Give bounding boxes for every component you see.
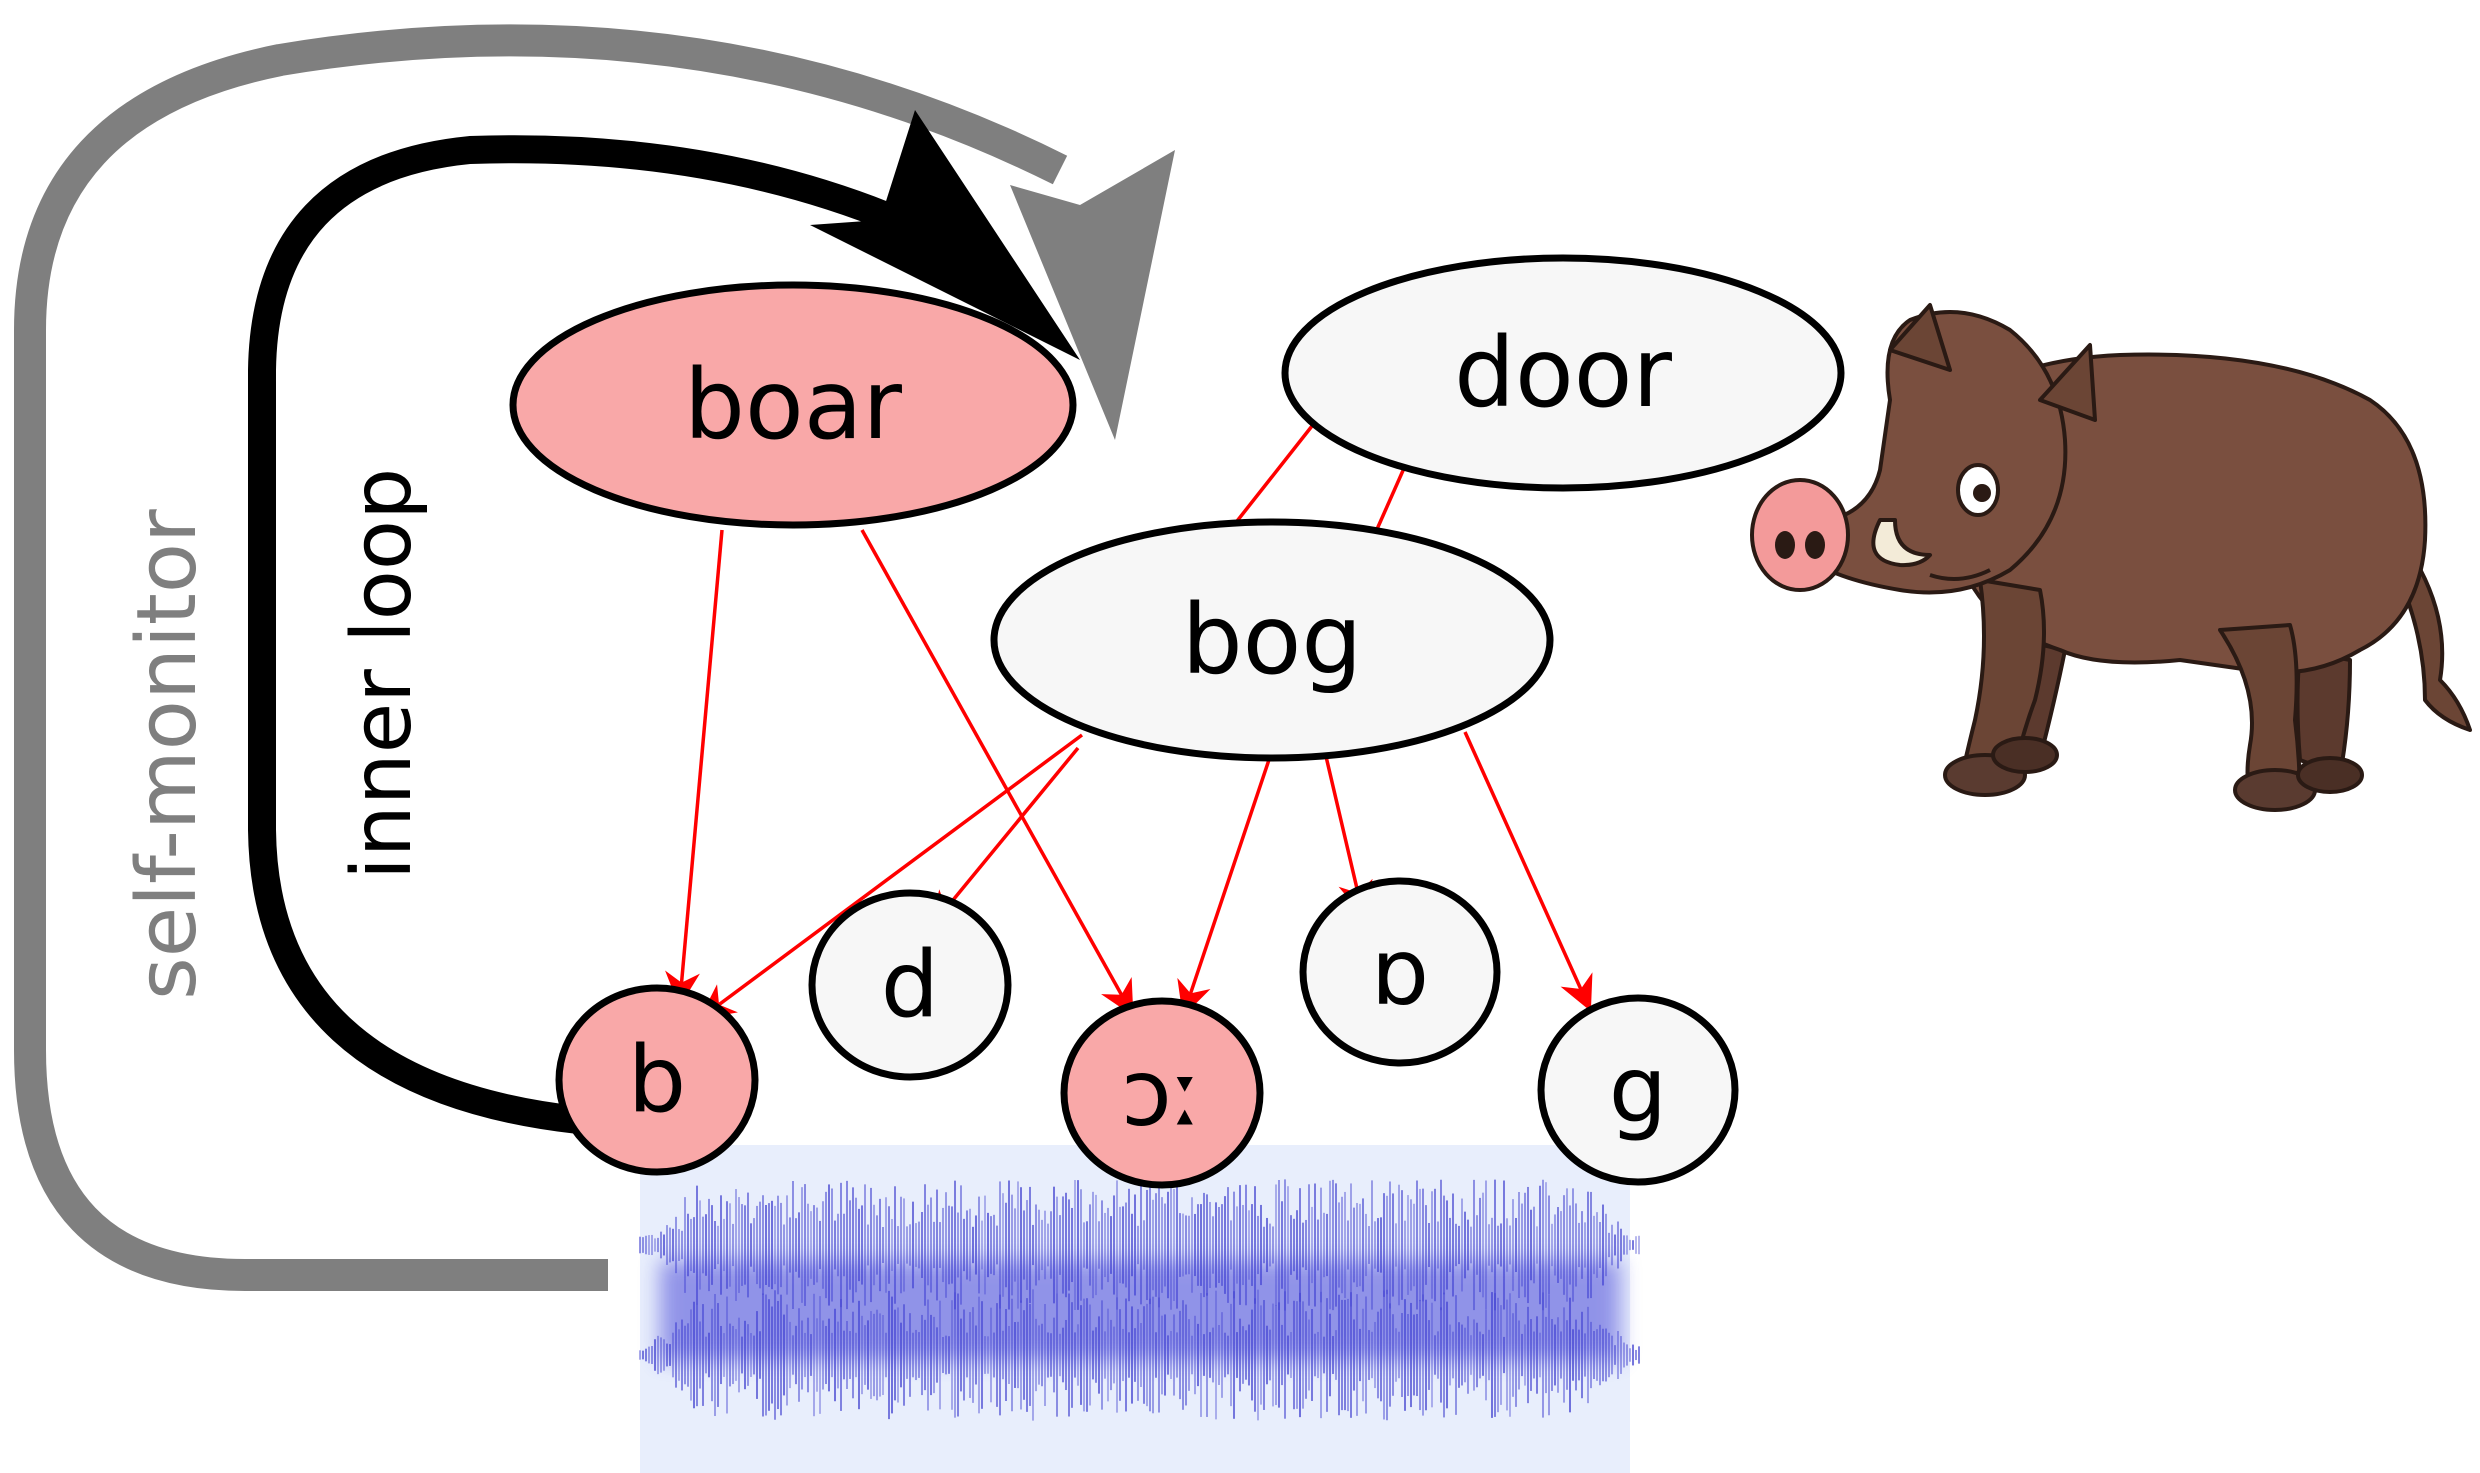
phoneme-node-d-shape bbox=[808, 889, 1012, 1081]
phoneme-node-b: b bbox=[555, 984, 759, 1176]
word-node-bog-label: bog bbox=[1182, 584, 1363, 696]
inner-loop: inner loop bbox=[248, 110, 1080, 1134]
word-node-boar: boar bbox=[509, 281, 1077, 529]
word-node-door-label: door bbox=[1454, 317, 1672, 429]
phoneme-node-or: ɔː bbox=[1060, 997, 1264, 1189]
phoneme-node-o-label: ɒ bbox=[1371, 919, 1429, 1026]
edge-boar-b bbox=[665, 529, 724, 1007]
boar-snout bbox=[1750, 478, 1850, 592]
phoneme-node-g-shape bbox=[1537, 994, 1739, 1186]
self-monitor-label: self-monitor bbox=[120, 509, 215, 1000]
edge-door-bog-left bbox=[1228, 424, 1314, 532]
phoneme-node-o: ɒ bbox=[1299, 877, 1501, 1067]
phoneme-node-or-label: ɔː bbox=[1121, 1040, 1203, 1147]
word-node-boar-shape bbox=[509, 281, 1077, 529]
boar-nostril-1 bbox=[1775, 531, 1795, 559]
waveform-core bbox=[660, 1260, 1620, 1360]
inner-loop-label: inner loop bbox=[335, 468, 430, 880]
boar-tusk bbox=[1871, 518, 1932, 568]
boar-pupil bbox=[1973, 484, 1991, 502]
word-node-bog: bog bbox=[990, 518, 1554, 762]
speech-waveform bbox=[639, 1145, 1640, 1473]
word-node-door-shape bbox=[1281, 254, 1845, 492]
activation-edges bbox=[665, 424, 1593, 1020]
boar-mouth bbox=[1929, 568, 1991, 581]
boar-nostril-2 bbox=[1805, 531, 1825, 559]
wild-boar-illustration bbox=[1750, 303, 2472, 812]
boar-hoof-3 bbox=[2296, 756, 2364, 794]
boar-ear-left bbox=[1888, 303, 1952, 372]
boar-hoof-4 bbox=[1991, 736, 2059, 774]
phoneme-node-o-shape bbox=[1299, 877, 1501, 1067]
phoneme-node-d: d bbox=[808, 889, 1012, 1081]
edge-bog-g bbox=[1463, 731, 1593, 1012]
edge-bog-or bbox=[1177, 717, 1285, 1017]
word-node-boar-label: boar bbox=[684, 349, 903, 461]
edge-bog-b bbox=[699, 733, 1084, 1020]
edge-boar-or bbox=[860, 529, 1134, 1017]
self-monitor-arrowhead bbox=[1010, 150, 1175, 440]
boar-ear-right bbox=[2038, 343, 2097, 422]
word-node-bog-shape bbox=[990, 518, 1554, 762]
inner-loop-arrowhead bbox=[810, 110, 1080, 360]
phoneme-node-d-label: d bbox=[881, 932, 939, 1039]
edge-door-bog-right bbox=[1372, 465, 1407, 537]
phoneme-node-g: g bbox=[1537, 994, 1739, 1186]
self-monitor-arrow-path bbox=[14, 24, 1068, 1291]
word-node-door: door bbox=[1281, 254, 1845, 492]
phoneme-node-g-label: g bbox=[1609, 1037, 1667, 1144]
self-monitor-loop: self-monitor bbox=[14, 24, 1175, 1291]
inner-loop-arrow-path bbox=[248, 135, 987, 1134]
phoneme-node-b-shape bbox=[555, 984, 759, 1176]
phoneme-node-or-shape bbox=[1060, 997, 1264, 1189]
phoneme-node-b-label: b bbox=[628, 1027, 686, 1134]
edge-bog-d bbox=[930, 746, 1080, 928]
boar-tail bbox=[2398, 558, 2472, 732]
